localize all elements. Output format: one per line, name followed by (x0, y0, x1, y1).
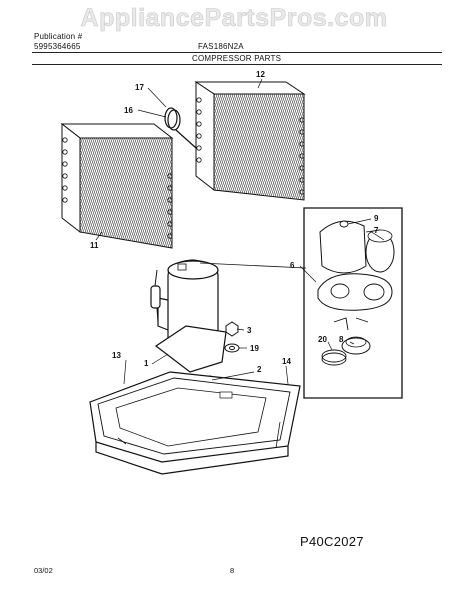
publication-number: 5995364665 (34, 42, 81, 51)
compressor (150, 259, 227, 373)
callout-14: 14 (282, 357, 291, 366)
model-number: FAS186N2A (198, 42, 244, 51)
evaporator-coil (60, 122, 174, 249)
watermark: AppliancePartsPros.com (80, 4, 388, 33)
header-rule-bottom (32, 64, 442, 65)
condenser-coil-rear (194, 81, 306, 201)
base-pan (89, 371, 301, 475)
callout-9: 9 (374, 214, 379, 223)
footer-page-number: 8 (230, 566, 235, 575)
capillary-tube (164, 107, 197, 149)
callout-11: 11 (90, 241, 99, 250)
leader-lines (95, 78, 385, 385)
callout-16: 16 (124, 106, 133, 115)
callout-3: 3 (247, 326, 252, 335)
callout-19: 19 (250, 344, 259, 353)
callout-2: 2 (257, 365, 262, 374)
callout-17: 17 (135, 83, 144, 92)
callout-8: 8 (339, 335, 344, 344)
callout-6: 6 (290, 261, 295, 270)
figure-code: P40C2027 (300, 534, 364, 549)
footer-date: 03/02 (34, 566, 53, 575)
callout-20: 20 (318, 335, 327, 344)
section-title: COMPRESSOR PARTS (192, 54, 282, 63)
publication-label: Publication # (34, 32, 83, 41)
callout-12: 12 (256, 70, 265, 79)
callout-labels: 17 12 16 9 7 11 6 3 13 1 19 2 14 20 8 (90, 70, 379, 374)
callout-13: 13 (112, 351, 121, 360)
callout-7: 7 (374, 226, 379, 235)
callout-1: 1 (144, 359, 149, 368)
header-rule-top (32, 52, 442, 53)
overload-detail-inset (303, 207, 403, 399)
